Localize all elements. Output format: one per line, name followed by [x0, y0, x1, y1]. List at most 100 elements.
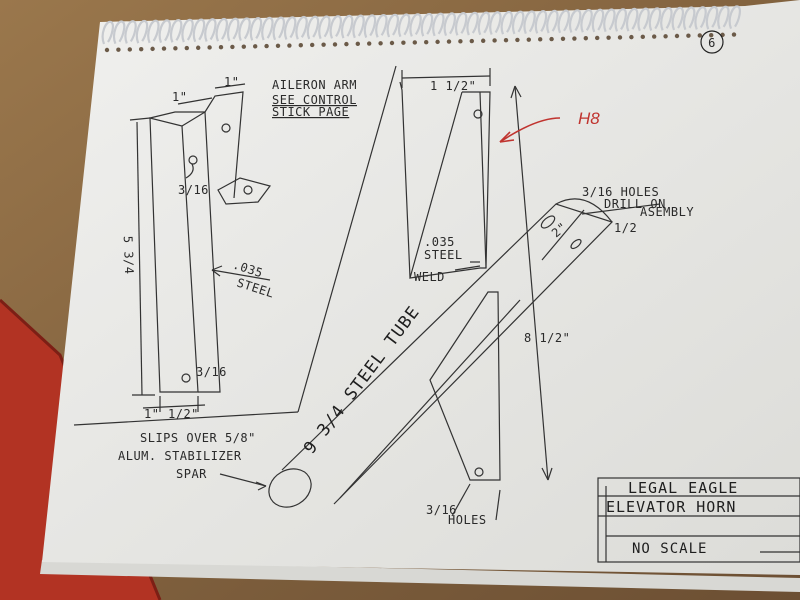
punch-hole [161, 46, 167, 51]
punch-hole [207, 45, 212, 50]
punch-hole [275, 43, 281, 48]
red-ink-note: H8 [578, 109, 600, 128]
aileron-arm-title: AILERON ARM [272, 78, 357, 92]
spiral-coil [306, 15, 320, 40]
spiral-coil [284, 16, 297, 40]
notebook-page [42, 0, 800, 575]
paper-stack [40, 560, 800, 592]
punch-hole [230, 44, 235, 50]
spiral-coil [375, 14, 388, 38]
punch-hole [709, 32, 714, 38]
title-block [597, 477, 800, 563]
spiral-coil [614, 8, 627, 32]
punch-hole [446, 39, 452, 44]
punch-hole [332, 42, 338, 47]
spiral-coil [717, 5, 730, 30]
horn-holes-note: 3/16 HOLES [582, 185, 659, 199]
horn-holes-bottom-word: HOLES [448, 513, 487, 527]
spiral-binding [101, 5, 741, 53]
spiral-coil [398, 13, 411, 38]
punch-hole [572, 36, 577, 41]
punch-hole [150, 46, 155, 52]
horn-holes-note-2: DRILL ON [604, 197, 666, 211]
punch-hole [583, 36, 588, 41]
spiral-coil [443, 12, 456, 37]
spiral-coil [329, 15, 342, 39]
punch-hole [344, 41, 349, 47]
spiral-coil [170, 19, 183, 43]
punch-hole [492, 38, 497, 43]
spiral-coil [272, 16, 285, 41]
punch-hole [264, 43, 269, 49]
title-no-scale: NO SCALE [632, 541, 707, 557]
punch-hole [218, 45, 224, 50]
punch-hole [549, 36, 554, 42]
punch-hole [640, 34, 645, 40]
page-number-circle [700, 30, 724, 54]
punch-hole [412, 40, 417, 45]
arm-dim-top-offset: 1" [172, 90, 187, 104]
spar-note-2: ALUM. STABILIZER [118, 449, 242, 463]
arm-dim-length: 5 3/4 [121, 236, 136, 275]
horn-material-gauge: .035 [424, 235, 455, 249]
punch-hole [481, 38, 486, 43]
spiral-coil [660, 7, 673, 31]
punch-hole [424, 39, 429, 45]
spiral-coil [158, 19, 171, 44]
spiral-coil [683, 6, 696, 31]
spiral-coil [432, 12, 445, 37]
spiral-coil [489, 11, 502, 35]
spiral-coil [261, 16, 274, 41]
punch-hole [686, 33, 691, 38]
punch-hole [526, 37, 531, 42]
punch-hole [367, 41, 372, 46]
punch-hole [355, 41, 360, 47]
spiral-coil [626, 7, 639, 32]
punch-hole [389, 40, 395, 46]
punch-hole [116, 47, 121, 52]
spar-note-3: SPAR [176, 467, 207, 481]
horn-dim-tube-width: 1/2 [614, 221, 637, 235]
spiral-coil [705, 6, 719, 30]
spiral-coil [318, 15, 331, 40]
title-elevator-horn: ELEVATOR HORN [606, 498, 736, 516]
spar-note-1: SLIPS OVER 5/8" [140, 431, 256, 445]
spiral-coil [500, 11, 513, 35]
arm-hole-lower: 3/16 [196, 365, 227, 379]
spiral-coil [512, 10, 525, 35]
punch-hole [503, 38, 509, 43]
spiral-coil [557, 9, 570, 34]
horn-dim-top-width: 1 1/2" [430, 79, 476, 93]
punch-hole [298, 43, 303, 48]
page-number: 6 [708, 36, 716, 50]
horn-holes-bottom-fraction: 3/16 [426, 503, 457, 517]
punch-hole [674, 33, 680, 39]
red-arrow [499, 117, 561, 143]
punch-hole [515, 37, 520, 43]
spiral-coil [113, 20, 126, 45]
punch-hole [538, 37, 543, 42]
arm-dim-bottom-right: 1/2" [168, 407, 199, 421]
spiral-coil [477, 11, 491, 36]
punch-hole [401, 40, 406, 45]
spiral-coil [249, 17, 263, 41]
punch-hole [378, 41, 383, 46]
spiral-coil [694, 6, 707, 30]
punch-hole [663, 34, 668, 39]
punch-hole [458, 39, 463, 44]
horn-holes-note-3: ASEMBLY [640, 205, 694, 219]
aileron-arm-see-note: SEE CONTROL [272, 93, 357, 107]
punch-hole [127, 47, 132, 52]
punch-hole [241, 44, 246, 49]
aileron-arm-see-note-2: STICK PAGE [272, 105, 349, 119]
spiral-coil [569, 9, 582, 33]
aileron-arm-drawing [73, 65, 397, 426]
punch-hole [253, 44, 258, 49]
punch-hole [469, 38, 474, 44]
horn-weld-label: WELD [414, 270, 445, 284]
spiral-coil [580, 9, 593, 33]
spiral-coil [181, 18, 194, 43]
red-arrow-head [499, 131, 515, 143]
spiral-coil [455, 12, 468, 36]
spiral-coil [546, 9, 559, 34]
